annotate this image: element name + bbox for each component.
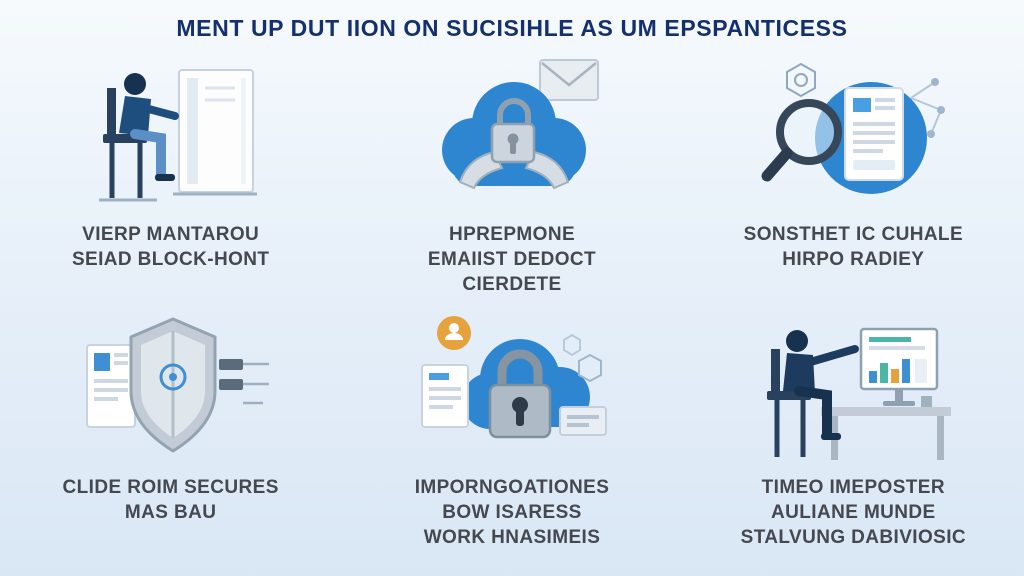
- caption-line: EMAIIST DEDOCT: [427, 249, 597, 271]
- worker-desk-icon: [98, 69, 257, 202]
- caption-line: MAS BAU: [124, 502, 217, 524]
- caption-monitoring: TIMEO IMEPOSTER AULIANE MUNDE STALVUNG D…: [741, 475, 966, 550]
- caption-line: CIERDETE: [462, 274, 562, 296]
- panel-workstation: VIERP MANTAROU SEIAD BLOCK-HONT: [0, 46, 341, 299]
- panel-inspection: SONSTHET IC CUHALE HIRPO RADIEY: [683, 46, 1024, 299]
- panel-grid: VIERP MANTAROU SEIAD BLOCK-HONT: [0, 46, 1024, 552]
- panel-shield: CLIDE ROIM SECURES MAS BAU: [0, 299, 341, 552]
- padlock-icon: [420, 316, 607, 439]
- caption-line: VIERP MANTAROU: [82, 224, 260, 245]
- panel-monitoring: TIMEO IMEPOSTER AULIANE MUNDE STALVUNG D…: [683, 299, 1024, 552]
- caption-cloud-email: HPREPMONE EMAIIST DEDOCT CIERDETE: [428, 222, 596, 297]
- cloud-lock-icon: [441, 59, 599, 190]
- caption-inspection: SONSTHET IC CUHALE HIRPO RADIEY: [744, 222, 963, 272]
- caption-line: BOW ISARESS: [442, 502, 582, 524]
- caption-line: SEIAD BLOCK-HONT: [71, 249, 270, 271]
- caption-shield: CLIDE ROIM SECURES MAS BAU: [63, 475, 279, 525]
- shield-icon: [85, 317, 269, 453]
- caption-line: IMPORNGOATIONES: [414, 477, 610, 498]
- page-title: MENT UP DUT IION ON SUCISIHLE AS UM EPSP…: [176, 15, 848, 41]
- caption-line: STALVUNG DABIVIOSIC: [740, 527, 967, 549]
- caption-line: TIMEO IMEPOSTER: [761, 477, 945, 498]
- caption-padlock: IMPORNGOATIONES BOW ISARESS WORK HNASIME…: [415, 475, 610, 550]
- caption-line: HPREPMONE: [448, 224, 576, 245]
- caption-line: CLIDE ROIM SECURES: [62, 477, 279, 498]
- caption-line: SONSTHET IC CUHALE: [743, 224, 964, 245]
- caption-line: AULIANE MUNDE: [771, 502, 936, 524]
- panel-cloud-email: HPREPMONE EMAIIST DEDOCT CIERDETE: [341, 46, 682, 299]
- search-doc-icon: [761, 62, 946, 194]
- panel-padlock: IMPORNGOATIONES BOW ISARESS WORK HNASIME…: [341, 299, 682, 552]
- analyst-desk-icon: [767, 327, 952, 460]
- caption-workstation: VIERP MANTAROU SEIAD BLOCK-HONT: [72, 222, 269, 272]
- caption-line: HIRPO RADIEY: [782, 249, 925, 271]
- caption-line: WORK HNASIMEIS: [423, 527, 601, 549]
